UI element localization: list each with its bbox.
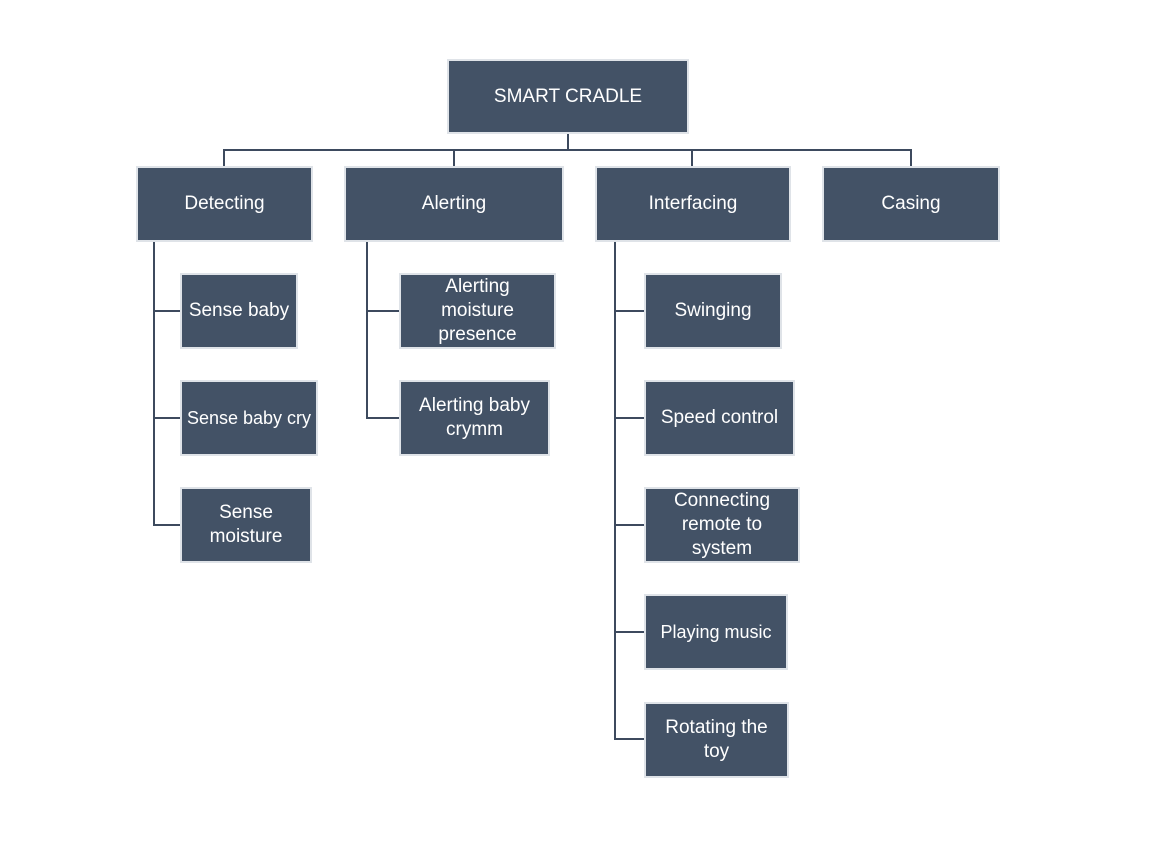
child-node-sense-baby: Sense baby (180, 273, 298, 349)
branch-node-casing: Casing (822, 166, 1000, 242)
child-node-swinging: Swinging (644, 273, 782, 349)
child-node-speed-control: Speed control (644, 380, 795, 456)
child-label: Swinging (674, 300, 752, 321)
child-node-alerting-moisture-presence: Alerting moisture presence (399, 273, 556, 349)
branch-label: Interfacing (648, 193, 738, 214)
branch-node-interfacing: Interfacing (595, 166, 791, 242)
root-label: SMART CRADLE (493, 85, 643, 107)
child-node-connecting-remote-to-system: Connecting remote to system (644, 487, 800, 563)
child-label: Rotating the toy (665, 717, 768, 762)
child-label: Sense baby (188, 300, 290, 321)
child-label: Sense baby cry (186, 408, 312, 428)
branch-label: Alerting (421, 193, 487, 214)
child-node-sense-moisture: Sense moisture (180, 487, 312, 563)
child-label: Alerting moisture presence (438, 276, 517, 345)
branch-label: Detecting (184, 193, 265, 214)
child-label: Sense moisture (209, 502, 283, 547)
child-label: Playing music (660, 622, 772, 642)
root-node: SMART CRADLE (447, 59, 689, 134)
branch-label: Casing (881, 193, 941, 214)
branch-node-alerting: Alerting (344, 166, 564, 242)
child-label: Alerting baby crymm (419, 395, 530, 440)
child-node-alerting-baby-crymm: Alerting baby crymm (399, 380, 550, 456)
branch-node-detecting: Detecting (136, 166, 313, 242)
child-node-playing-music: Playing music (644, 594, 788, 670)
child-node-rotating-the-toy: Rotating the toy (644, 702, 789, 778)
child-node-sense-baby-cry: Sense baby cry (180, 380, 318, 456)
child-label: Connecting remote to system (673, 490, 771, 559)
child-label: Speed control (660, 407, 779, 428)
